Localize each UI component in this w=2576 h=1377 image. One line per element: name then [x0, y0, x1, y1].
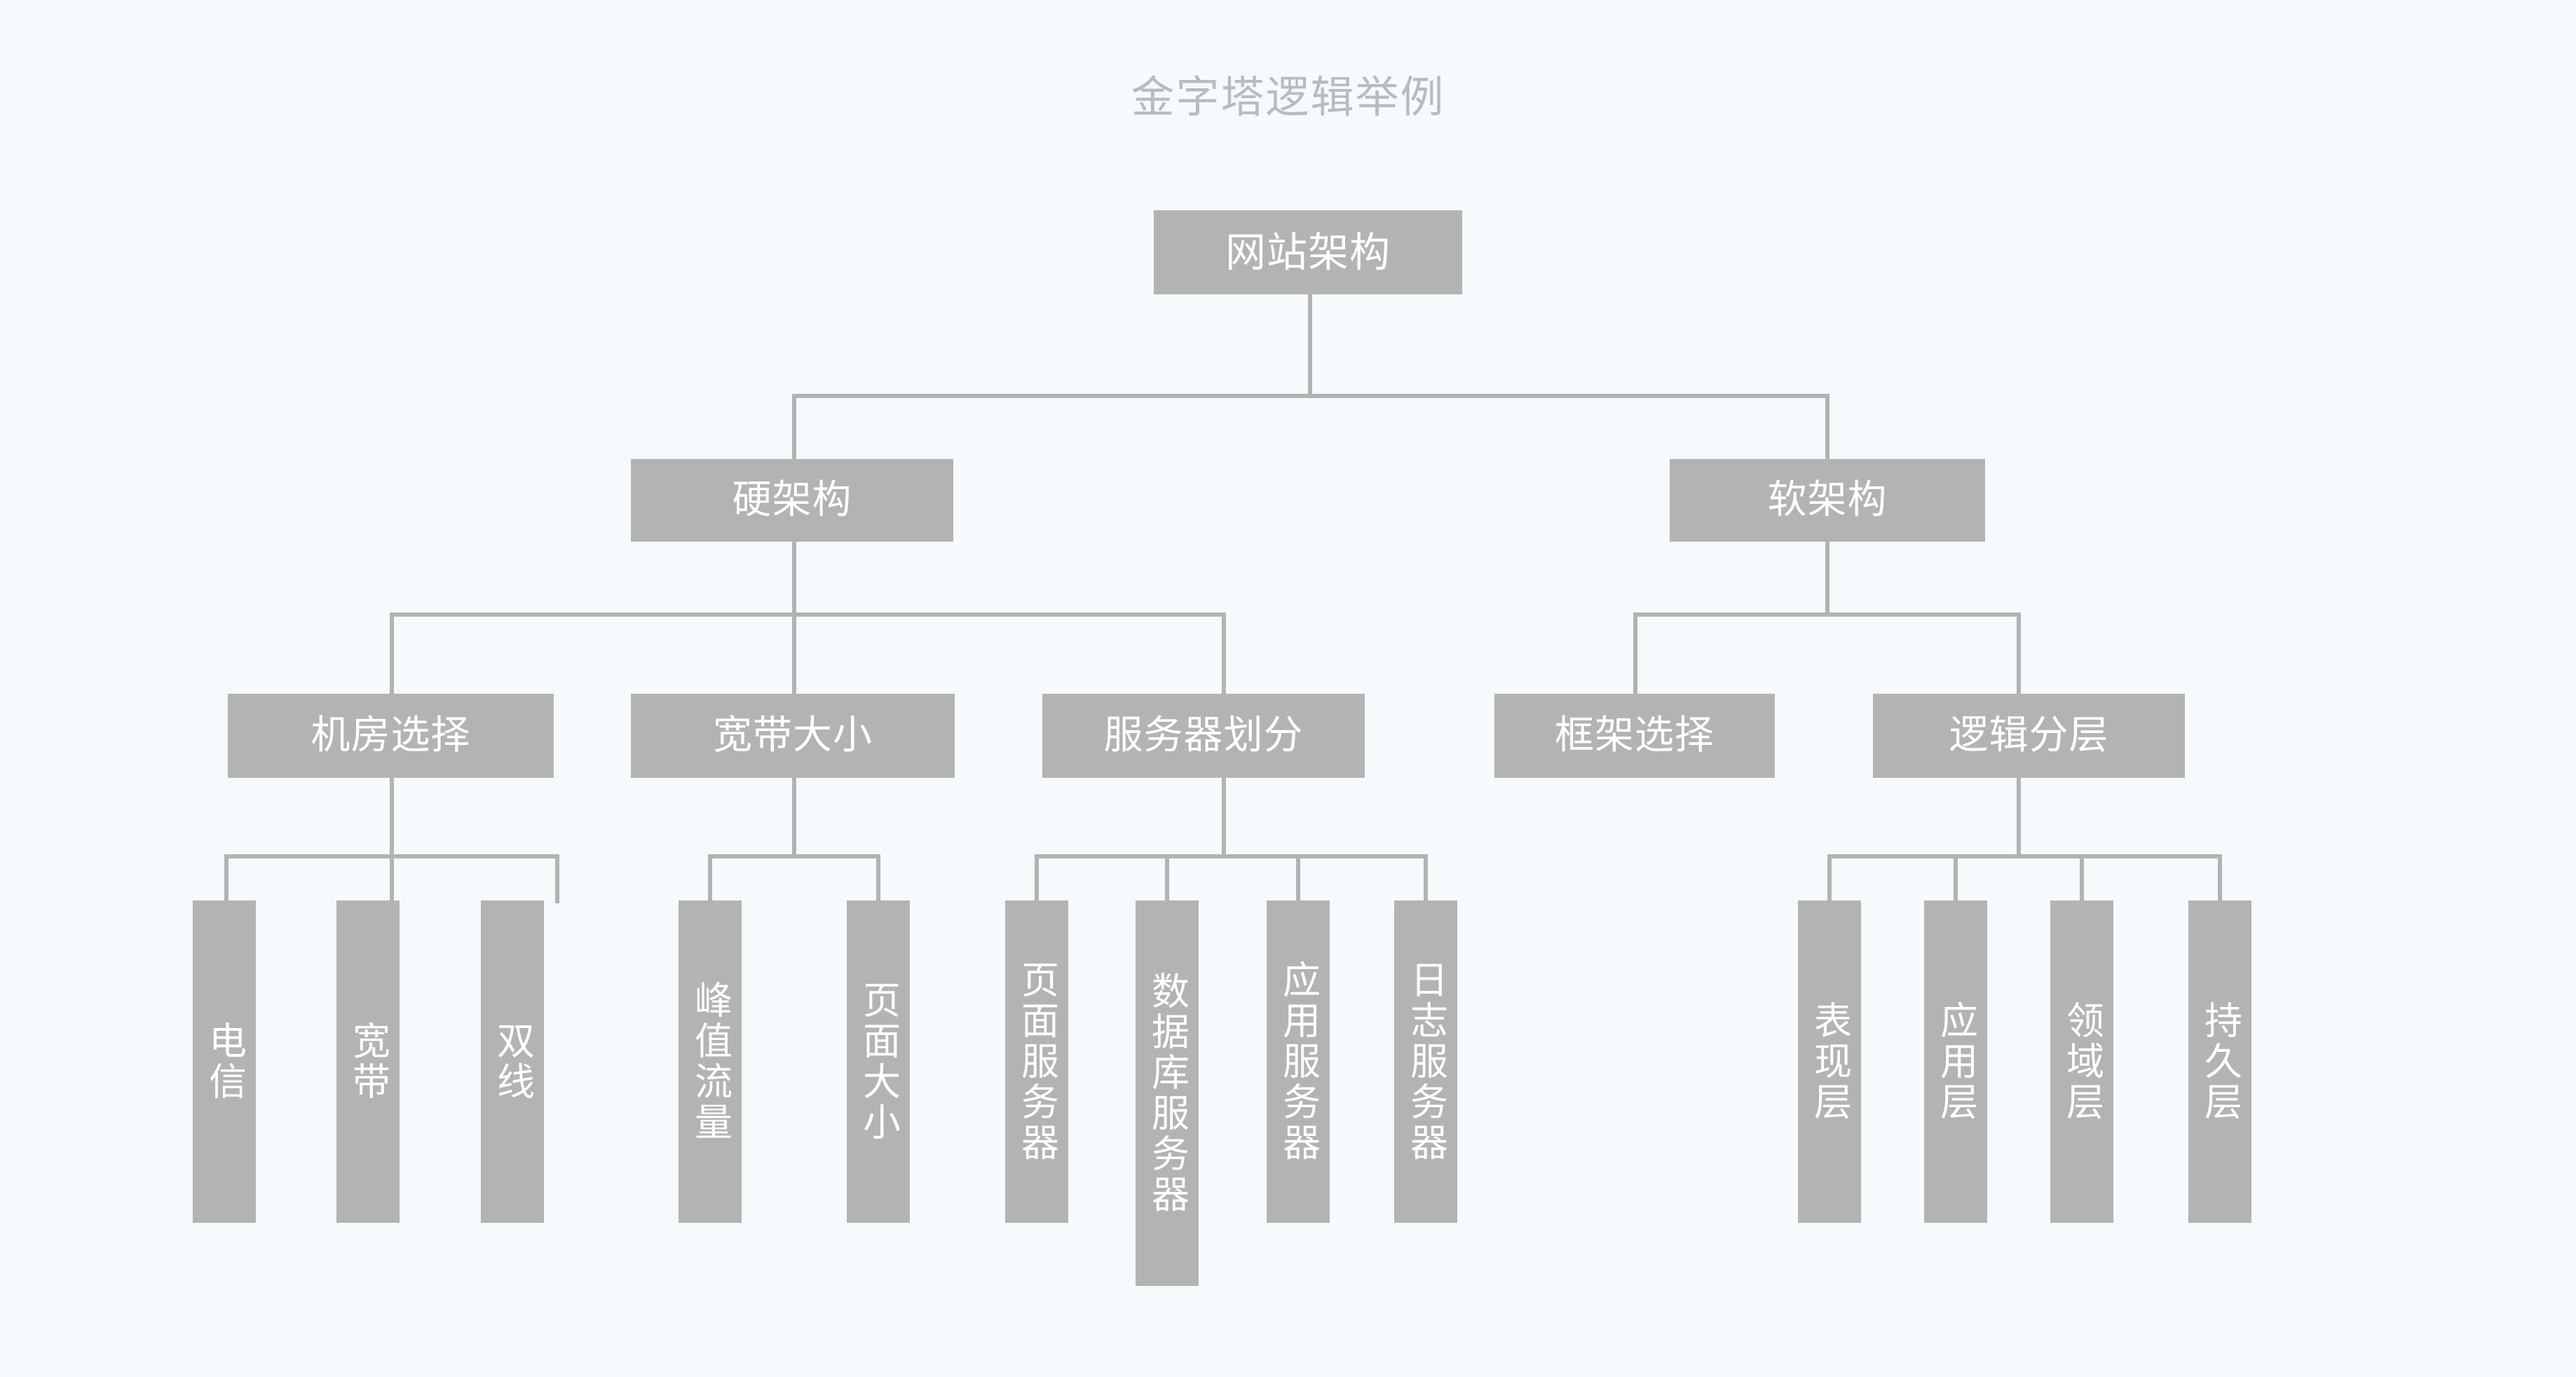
connector-soft-children-bus — [1633, 612, 2021, 617]
node-logical-layering[interactable]: 逻辑分层 — [1873, 694, 2185, 778]
node-server-division[interactable]: 服务器划分 — [1042, 694, 1365, 778]
connector-to-app-server — [1296, 854, 1300, 903]
connector-to-peak-traffic — [708, 854, 712, 903]
connector-to-page-server — [1035, 854, 1039, 903]
node-leaf-presentation-layer[interactable]: 表现层 — [1798, 900, 1861, 1223]
connector-level1-bus — [792, 394, 1829, 398]
node-bandwidth-size[interactable]: 宽带大小 — [631, 694, 955, 778]
connector-to-present-layer — [1827, 854, 1832, 903]
node-leaf-database-server[interactable]: 数据库服务器 — [1136, 900, 1199, 1286]
node-leaf-persistence-layer[interactable]: 持久层 — [2188, 900, 2251, 1223]
connector-room-stem — [390, 778, 394, 858]
connector-to-telecom — [224, 854, 229, 903]
node-leaf-dualline[interactable]: 双线 — [481, 900, 544, 1223]
connector-bandwidth-stem — [792, 778, 796, 858]
connector-to-hard — [792, 394, 796, 464]
node-leaf-telecom[interactable]: 电信 — [193, 900, 256, 1223]
connector-to-domain-layer — [2080, 854, 2084, 903]
connector-to-bandwidth — [792, 612, 796, 700]
node-leaf-log-server[interactable]: 日志服务器 — [1394, 900, 1457, 1223]
connector-to-dualline — [555, 854, 559, 903]
connector-to-app-layer — [1954, 854, 1958, 903]
node-root-website-architecture[interactable]: 网站架构 — [1154, 210, 1462, 294]
node-room-selection[interactable]: 机房选择 — [228, 694, 554, 778]
page-title: 金字塔逻辑举例 — [1131, 71, 1445, 123]
connector-hard-stem — [792, 540, 796, 617]
node-hard-architecture[interactable]: 硬架构 — [631, 459, 953, 542]
connector-to-log-server — [1424, 854, 1428, 903]
node-leaf-page-size[interactable]: 页面大小 — [847, 900, 910, 1223]
connector-server-split-stem — [1222, 778, 1226, 858]
node-leaf-application-layer[interactable]: 应用层 — [1924, 900, 1987, 1223]
connector-to-persist-layer — [2218, 854, 2222, 903]
connector-to-room — [390, 612, 394, 700]
connector-layering-stem — [2017, 778, 2021, 858]
connector-to-page-size — [876, 854, 880, 903]
connector-to-layering — [2017, 612, 2021, 700]
connector-to-db-server — [1165, 854, 1169, 903]
connector-bandwidth-children-bus — [708, 854, 880, 858]
connector-to-framework — [1633, 612, 1637, 700]
connector-to-broadband — [390, 854, 394, 903]
node-soft-architecture[interactable]: 软架构 — [1670, 459, 1985, 542]
connector-layering-children-bus — [1827, 854, 2222, 858]
connector-to-server-split — [1222, 612, 1226, 700]
connector-soft-stem — [1825, 540, 1829, 617]
connector-server-split-children-bus — [1035, 854, 1428, 858]
node-leaf-application-server[interactable]: 应用服务器 — [1267, 900, 1330, 1223]
connector-to-soft — [1825, 394, 1829, 464]
node-leaf-peak-traffic[interactable]: 峰值流量 — [679, 900, 742, 1223]
node-framework-selection[interactable]: 框架选择 — [1494, 694, 1775, 778]
node-leaf-broadband[interactable]: 宽带 — [336, 900, 400, 1223]
node-leaf-page-server[interactable]: 页面服务器 — [1005, 900, 1068, 1223]
connector-root-stem — [1308, 293, 1312, 398]
node-leaf-domain-layer[interactable]: 领域层 — [2050, 900, 2113, 1223]
connector-hard-children-bus — [390, 612, 1226, 617]
